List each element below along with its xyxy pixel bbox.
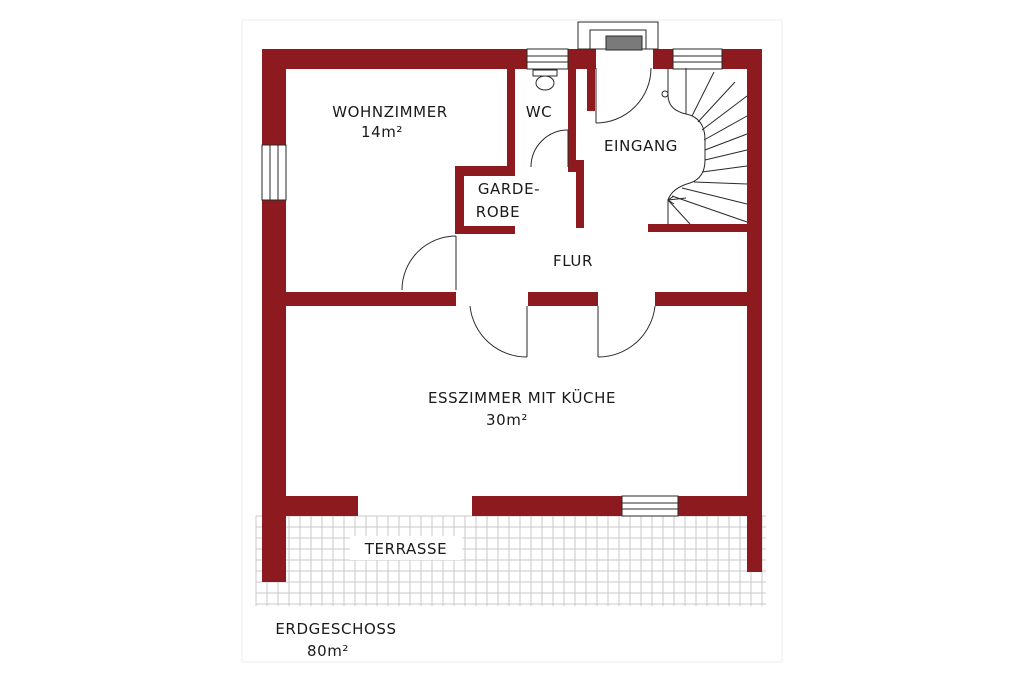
doormat — [605, 35, 643, 51]
wall-right — [747, 49, 762, 572]
door-esszimmer-right — [597, 305, 656, 358]
window-stair — [672, 48, 723, 70]
wall-stair-bottom — [648, 224, 748, 232]
door-entrance — [595, 67, 652, 124]
wall-top-right — [653, 49, 673, 69]
walls — [262, 49, 762, 582]
floor-label: ERDGESCHOSS — [275, 620, 396, 638]
room-label-wohnzimmer: WOHNZIMMER — [332, 103, 448, 121]
stair-start-marker-icon — [661, 90, 669, 98]
wall-garderobe-left — [455, 166, 464, 234]
doors — [401, 67, 656, 358]
door-wc — [530, 129, 569, 168]
page-frame — [241, 19, 783, 663]
door-esszimmer-left — [469, 305, 528, 358]
wall-bottom-right — [678, 496, 747, 516]
door-wohnzimmer — [401, 235, 457, 291]
floor-area: 80m² — [307, 642, 349, 660]
wall-eingang-lower — [576, 160, 584, 228]
wall-divider-left — [286, 292, 456, 306]
wall-divider-right — [655, 292, 747, 306]
room-label-garderobe-line2: ROBE — [476, 203, 520, 221]
room-area-esszimmer: 30m² — [486, 411, 528, 429]
wall-garderobe-bottom — [455, 226, 515, 234]
wall-wc-right — [568, 69, 576, 172]
wall-divider-mid — [528, 292, 598, 306]
terrace-tiles — [255, 515, 766, 606]
room-area-wohnzimmer: 14m² — [361, 123, 403, 141]
room-label-flur: FLUR — [553, 252, 593, 270]
room-label-terrasse: TERRASSE — [364, 540, 447, 558]
staircase — [661, 68, 748, 225]
toilet-icon — [532, 69, 558, 91]
stair-direction-arrow-icon — [667, 197, 687, 201]
wall-top-left — [262, 49, 527, 69]
windows — [261, 48, 723, 517]
wall-left-upper — [262, 49, 286, 145]
labels: WOHNZIMMER 14m² WC EINGANG GARDE- ROBE F… — [275, 103, 678, 660]
entrance-porch — [577, 21, 659, 51]
wall-left-lower — [262, 200, 286, 582]
room-label-wc: WC — [526, 103, 553, 121]
window-wc — [526, 48, 569, 70]
wall-top-mid — [568, 49, 596, 69]
wall-garderobe-top — [455, 166, 515, 176]
room-label-garderobe-line1: GARDE- — [478, 180, 540, 198]
terrace-label-background — [350, 536, 462, 560]
window-wohnzimmer — [261, 144, 287, 201]
window-esszimmer — [621, 495, 679, 517]
wall-wc-left — [507, 69, 515, 167]
wall-bottom-left — [286, 496, 358, 516]
wall-bottom-mid — [472, 496, 622, 516]
wall-eingang-left — [587, 69, 595, 111]
room-label-esszimmer: ESSZIMMER MIT KÜCHE — [428, 388, 616, 407]
room-label-eingang: EINGANG — [604, 137, 678, 155]
